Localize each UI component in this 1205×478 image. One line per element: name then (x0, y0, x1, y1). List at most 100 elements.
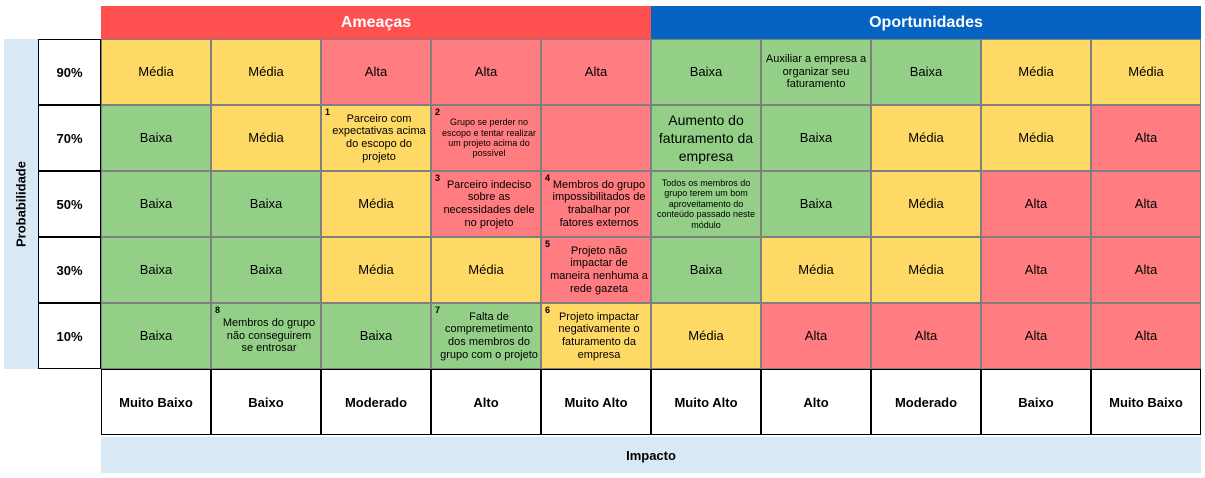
matrix-cell: Média (101, 39, 211, 105)
impact-col-3: Moderado (321, 369, 431, 435)
cell-text: Projeto não impactar de maneira nenhuma … (550, 244, 648, 295)
matrix-cell: Alta (761, 303, 871, 369)
cell-text: Média (1018, 64, 1054, 80)
matrix-cell: Baixa (761, 105, 871, 171)
probability-axis-label: Probabilidade (13, 161, 29, 247)
matrix-cell: Média (761, 237, 871, 303)
matrix-cell: Baixa (321, 303, 431, 369)
cell-text: Média (688, 328, 724, 344)
matrix-cell: Alta (541, 39, 651, 105)
matrix-cell: Alta (1091, 171, 1201, 237)
cell-text: Falta de compremetimento dos membros do … (440, 310, 538, 361)
matrix-cell: Aumento do faturamento da empresa (651, 105, 761, 171)
matrix-cell: Média (871, 105, 981, 171)
matrix-cell: Baixa (101, 105, 211, 171)
risk-number: 5 (545, 239, 551, 249)
cell-text: Alta (1134, 262, 1158, 278)
matrix-cell: Média (871, 237, 981, 303)
impact-col-1: Muito Baixo (101, 369, 211, 435)
cell-text: Baixa (799, 130, 833, 146)
cell-text: Membros do grupo impossibilitados de tra… (552, 178, 646, 229)
cell-text: Baixa (139, 262, 173, 278)
matrix-cell: Baixa (651, 237, 761, 303)
probability-50: 50% (38, 171, 101, 237)
impact-col-10: Muito Baixo (1091, 369, 1201, 435)
matrix-cell: Alta (981, 237, 1091, 303)
matrix-cell: Alta (981, 171, 1091, 237)
impact-col-5: Muito Alto (541, 369, 651, 435)
cell-text: Média (798, 262, 834, 278)
matrix-cell: Alta (1091, 303, 1201, 369)
cell-text: Baixa (359, 328, 393, 344)
probability-30: 30% (38, 237, 101, 303)
cell-text: Grupo se perder no escopo e tentar reali… (441, 117, 537, 159)
probability-90: 90% (38, 39, 101, 105)
risk-number: 2 (435, 107, 441, 117)
cell-text: Média (248, 130, 284, 146)
matrix-cell: Baixa (761, 171, 871, 237)
matrix-cell: Alta (981, 303, 1091, 369)
matrix-cell: Alta (871, 303, 981, 369)
cell-text: Parceiro indeciso sobre as necessidades … (443, 178, 535, 229)
cell-text: Média (908, 262, 944, 278)
cell-text: Média (1018, 130, 1054, 146)
cell-text: Baixa (689, 262, 723, 278)
matrix-cell: Média (981, 105, 1091, 171)
cell-text: Baixa (139, 328, 173, 344)
cell-text: Média (358, 262, 394, 278)
cell-text: Alta (1134, 328, 1158, 344)
risk-number: 7 (435, 305, 441, 315)
cell-text: Média (1128, 64, 1164, 80)
probability-70: 70% (38, 105, 101, 171)
matrix-cell: Alta (1091, 105, 1201, 171)
matrix-cell: Alta (1091, 237, 1201, 303)
cell-text: Alta (1134, 196, 1158, 212)
risk-number: 8 (215, 305, 221, 315)
cell-text: Média (248, 64, 284, 80)
matrix-cell (541, 105, 651, 171)
cell-text: Todos os membros do grupo terem um bom a… (656, 178, 756, 230)
risk-number: 4 (545, 173, 551, 183)
cell-text: Alta (474, 64, 498, 80)
cell-text: Baixa (909, 64, 943, 80)
cell-text: Baixa (139, 130, 173, 146)
matrix-cell: Auxiliar a empresa a organizar seu fatur… (761, 39, 871, 105)
risk-number: 1 (325, 107, 331, 117)
cell-text: Baixa (689, 64, 723, 80)
cell-text: Alta (1134, 130, 1158, 146)
matrix-cell: Média (871, 171, 981, 237)
matrix-cell: Média (431, 237, 541, 303)
cell-text: Alta (804, 328, 828, 344)
cell-text: Média (358, 196, 394, 212)
cell-text: Média (908, 130, 944, 146)
risk-number: 6 (545, 305, 551, 315)
impact-col-9: Baixo (981, 369, 1091, 435)
matrix-cell: Média (321, 237, 431, 303)
cell-text: Alta (584, 64, 608, 80)
matrix-cell: Baixa (101, 303, 211, 369)
cell-text: Baixa (799, 196, 833, 212)
cell-text: Alta (1024, 262, 1048, 278)
threats-header: Ameaças (101, 6, 651, 39)
impact-col-2: Baixo (211, 369, 321, 435)
cell-text: Aumento do faturamento da empresa (658, 111, 754, 165)
cell-text: Alta (1024, 328, 1048, 344)
cell-text: Parceiro com expectativas acima do escop… (332, 112, 426, 163)
matrix-cell: Todos os membros do grupo terem um bom a… (651, 171, 761, 237)
matrix-cell: Média (1091, 39, 1201, 105)
impact-col-4: Alto (431, 369, 541, 435)
cell-text: Média (468, 262, 504, 278)
cell-text: Baixa (139, 196, 173, 212)
probability-10: 10% (38, 303, 101, 369)
matrix-cell: Média (211, 39, 321, 105)
impact-col-8: Moderado (871, 369, 981, 435)
matrix-cell: Alta (321, 39, 431, 105)
impact-axis-label: Impacto (101, 437, 1201, 473)
cell-text: Alta (364, 64, 388, 80)
impact-col-6: Muito Alto (651, 369, 761, 435)
